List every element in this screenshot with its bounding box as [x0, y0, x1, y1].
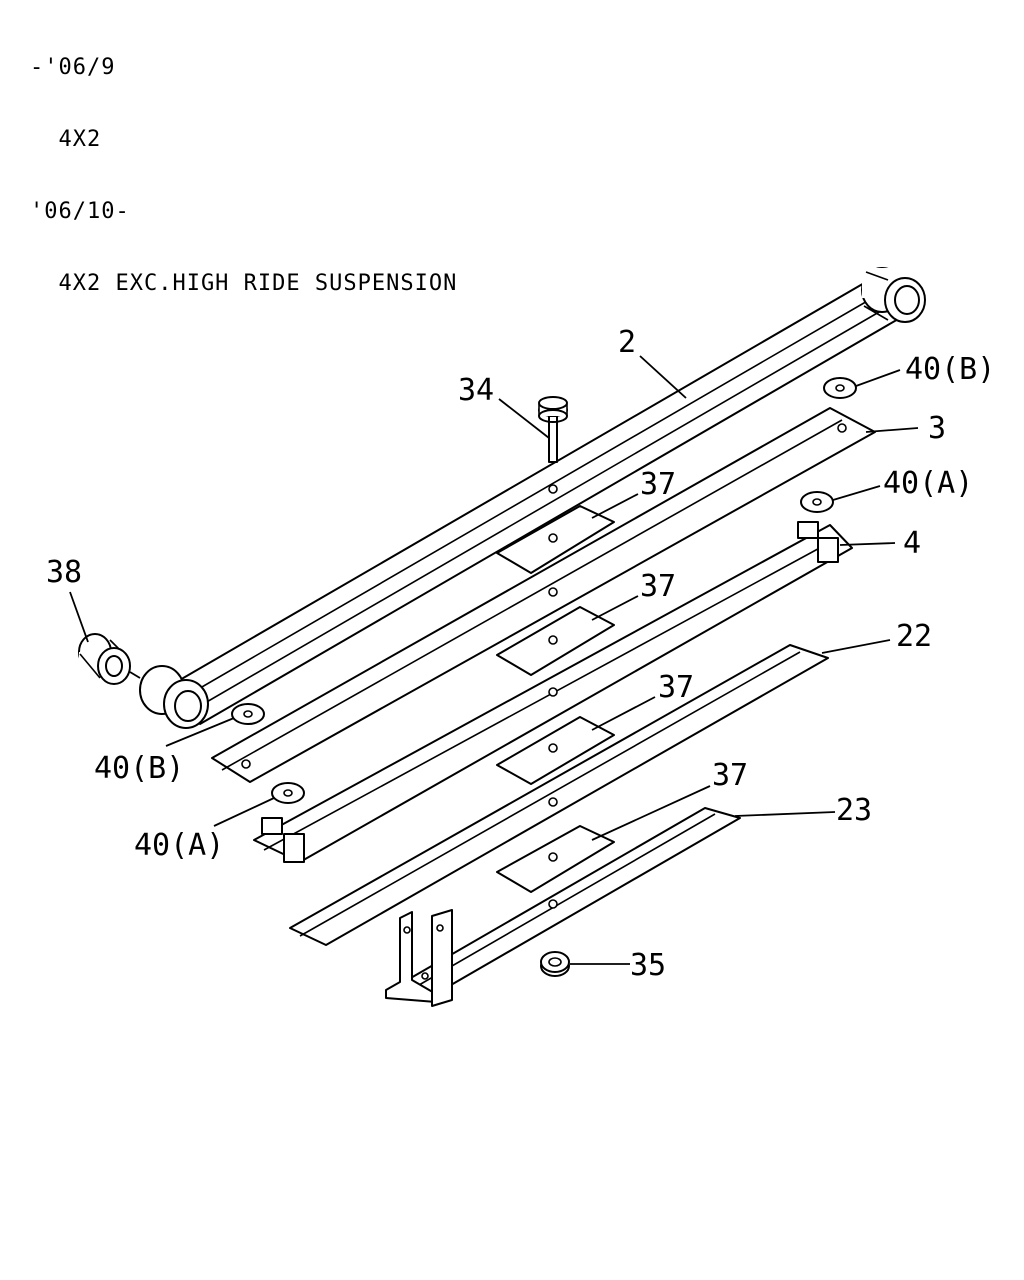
center-bolt-part-34: [538, 396, 568, 463]
header-line-2: 4X2: [30, 127, 102, 152]
spring-eye-rear: [861, 267, 926, 323]
callout-37: 37: [712, 758, 748, 793]
callout-40a-left: 40(A): [134, 828, 224, 863]
callout-22: 22: [896, 619, 932, 654]
callout-40b-left: 40(B): [94, 751, 184, 786]
callout-35: 35: [630, 948, 666, 983]
header-line-4: 4X2 EXC.HIGH RIDE SUSPENSION: [30, 271, 458, 296]
callout-37: 37: [640, 569, 676, 604]
nut-part-35: [540, 951, 570, 977]
bushing-part-38: [78, 633, 141, 685]
leaf-part-3: [211, 407, 876, 783]
spring-eye-front: [139, 665, 209, 729]
callout-3: 3: [928, 411, 946, 446]
rebound-clip-front: [261, 817, 305, 863]
callout-4: 4: [903, 526, 921, 561]
callout-34: 34: [458, 373, 494, 408]
spacer-plate-part-23: [385, 807, 741, 1007]
diagram-header: -'06/9 4X2 '06/10- 4X2 EXC.HIGH RIDE SUS…: [30, 8, 457, 320]
leader-lines: [69, 355, 919, 965]
insulator-pads-part-37: [496, 505, 615, 893]
callout-40a-top: 40(A): [883, 466, 973, 501]
washers-part-40: [231, 377, 857, 804]
leaf-part-4: [253, 521, 853, 863]
header-line-1: -'06/9: [30, 55, 116, 80]
callout-38: 38: [46, 555, 82, 590]
callout-2: 2: [618, 325, 636, 360]
bracket-plates: [385, 909, 453, 1007]
callout-labels: 2 3 4 22 23 34 35 37 37 37 37 38 40(B) 4…: [46, 325, 995, 983]
callout-37: 37: [658, 670, 694, 705]
callout-40b-top: 40(B): [905, 352, 995, 387]
callout-37: 37: [640, 467, 676, 502]
main-leaf-part-2: [139, 267, 926, 729]
rebound-clip-rear: [797, 521, 839, 563]
callout-23: 23: [836, 793, 872, 828]
leaf-part-22: [289, 644, 829, 946]
header-line-3: '06/10-: [30, 199, 130, 224]
